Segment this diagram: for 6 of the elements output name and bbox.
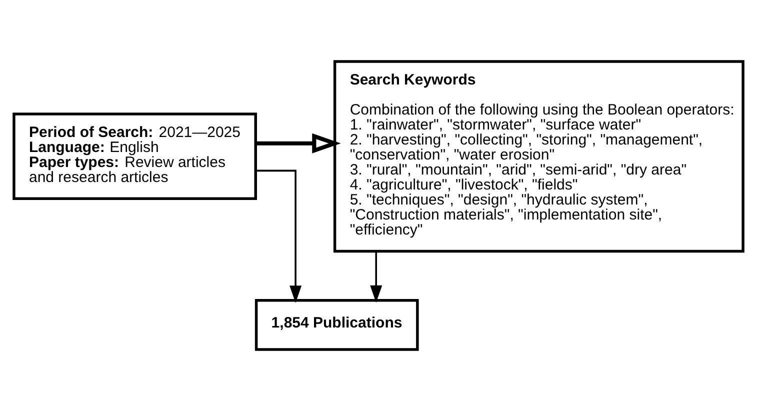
arrow (370, 251, 382, 302)
arrow (256, 132, 341, 153)
node-box: 1,854 Publications (254, 298, 419, 350)
arrow (256, 169, 302, 302)
node-box: Period of Search: 2021—2025 Language: English Paper types: Review articles and research articles (12, 112, 257, 200)
node-box: Search Keywords Combination of the following using the Boolean operators: 1. "rainwater", "stormwater", "surface water" 2. "harvesting", "collecting", "storing", "management", "conservation", "water erosion" 3. "rural", "mountain", "arid", "semi-arid", "dry area" 4. "agriculture", "livestock", "fields" 5. "techniques", "design", "hydraulic system", "Construction materials", "implementation site", "efficiency" (333, 60, 744, 252)
